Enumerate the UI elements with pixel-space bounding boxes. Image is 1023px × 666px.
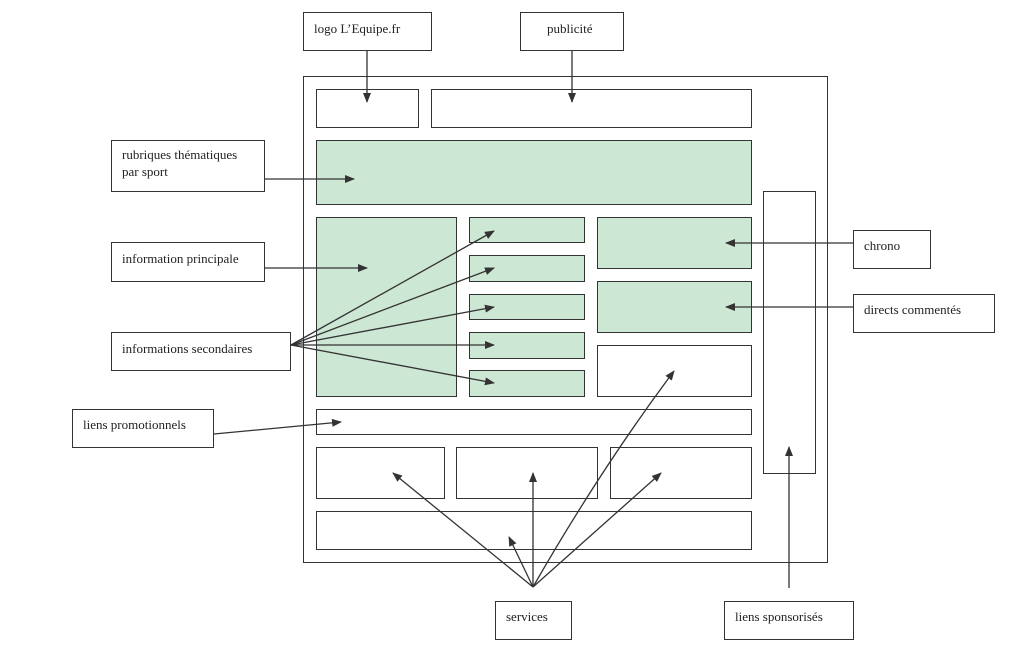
- label-rubriques: rubriques thématiques par sport: [111, 140, 265, 192]
- service-footer: [316, 511, 752, 550]
- label-services-text: services: [506, 609, 548, 624]
- info-principale-zone: [316, 217, 457, 397]
- label-liens-sponsorises-text: liens sponsorisés: [735, 609, 823, 624]
- label-infos-secondaires: informations secondaires: [111, 332, 291, 371]
- label-logo-text: logo L’Equipe.fr: [314, 21, 401, 36]
- label-info-principale: information principale: [111, 242, 265, 282]
- service-right-zone: [597, 345, 752, 397]
- label-rubriques-line2: par sport: [122, 164, 168, 179]
- info-secondaire-5: [469, 370, 585, 397]
- label-logo: logo L’Equipe.fr: [303, 12, 432, 51]
- info-secondaire-1: [469, 217, 585, 243]
- label-pub-text: publicité: [547, 21, 593, 36]
- sponsor-column: [763, 191, 816, 474]
- label-services: services: [495, 601, 572, 640]
- logo-zone: [316, 89, 419, 128]
- info-secondaire-3: [469, 294, 585, 320]
- label-directs-text: directs commentés: [864, 302, 962, 317]
- rubriques-zone: [316, 140, 752, 205]
- label-info-principale-text: information principale: [122, 251, 239, 266]
- label-chrono-text: chrono: [864, 238, 901, 253]
- label-liens-sponsorises: liens sponsorisés: [724, 601, 854, 640]
- directs-zone: [597, 281, 752, 333]
- label-chrono: chrono: [853, 230, 931, 269]
- info-secondaire-4: [469, 332, 585, 359]
- label-liens-promo: liens promotionnels: [72, 409, 214, 448]
- service-1: [316, 447, 445, 499]
- service-2: [456, 447, 598, 499]
- label-directs: directs commentés: [853, 294, 995, 333]
- info-secondaire-2: [469, 255, 585, 282]
- promo-zone: [316, 409, 752, 435]
- label-rubriques-line1: rubriques thématiques: [122, 147, 238, 162]
- label-liens-promo-text: liens promotionnels: [83, 417, 186, 432]
- service-3: [610, 447, 752, 499]
- pub-zone: [431, 89, 752, 128]
- chrono-zone: [597, 217, 752, 269]
- label-infos-secondaires-text: informations secondaires: [122, 341, 253, 356]
- label-pub: publicité: [520, 12, 624, 51]
